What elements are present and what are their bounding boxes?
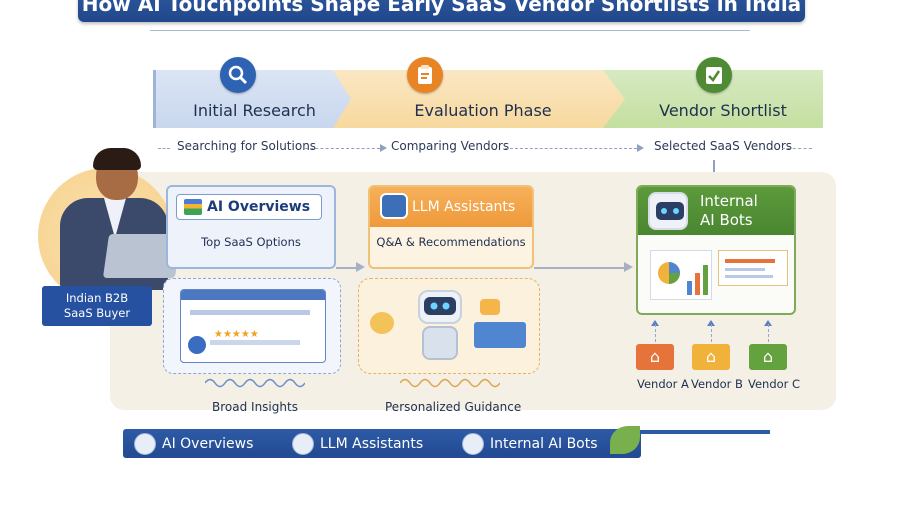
ai-overviews-subtitle: Top SaaS Options <box>201 235 301 249</box>
legend-bar <box>123 429 641 458</box>
browser-window <box>180 289 326 363</box>
arrow-head <box>380 144 387 152</box>
connector-line <box>655 324 656 342</box>
arrow-head <box>637 144 644 152</box>
flow-arrow <box>534 267 624 269</box>
dashed-line <box>505 148 637 149</box>
internal-ai-bots-title-line2: AI Bots <box>700 211 753 229</box>
flow-arrow-head <box>624 262 633 272</box>
robot-icon <box>462 432 484 455</box>
phase-shortlist-label: Vendor Shortlist <box>659 100 787 120</box>
ai-overviews-title: AI Overviews <box>207 199 311 215</box>
llm-assistants-title: LLM Assistants <box>412 199 516 215</box>
chat-bubble-icon <box>370 312 394 334</box>
phase-evaluation: Evaluation Phase <box>333 70 633 128</box>
house-icon: ⌂ <box>692 344 730 370</box>
house-icon: ⌂ <box>636 344 674 370</box>
chat-bubble-icon <box>480 299 500 315</box>
buyer-hair <box>93 148 141 170</box>
dashed-line <box>305 148 380 149</box>
house-icon: ⌂ <box>749 344 787 370</box>
search-icon <box>220 57 256 93</box>
dashed-line <box>158 148 170 149</box>
arrow-head <box>707 320 715 326</box>
robot-body <box>422 326 458 360</box>
screen-icon <box>474 322 526 348</box>
phase-research-label: Initial Research <box>193 100 316 120</box>
legend-label: AI Overviews <box>162 435 254 452</box>
legend-label: LLM Assistants <box>320 435 424 452</box>
personalized-guidance-label: Personalized Guidance <box>385 400 522 414</box>
search-result-line <box>210 340 300 345</box>
browser-toolbar <box>181 290 325 300</box>
connector-line <box>768 324 769 342</box>
sub-label-evaluation: Comparing Vendors <box>391 139 510 153</box>
llm-assistants-subtitle: Q&A & Recommendations <box>376 235 526 249</box>
legend-divider <box>630 430 770 434</box>
legend-item-internal-ai-bots: Internal AI Bots <box>462 429 598 458</box>
search-result-line <box>190 310 310 315</box>
robot-face <box>424 297 456 315</box>
vendor-c-label: Vendor C <box>748 377 801 391</box>
legend-item-ai-overviews: AI Overviews <box>134 429 253 458</box>
legend-label: Internal AI Bots <box>490 435 598 452</box>
ai-overviews-icon <box>134 432 156 455</box>
title-divider <box>150 30 750 31</box>
wave-decoration <box>400 378 500 388</box>
buyer-label-line1: Indian B2B <box>65 291 129 305</box>
ai-overviews-icon <box>184 199 202 215</box>
sub-label-shortlist: Selected SaaS Vendors <box>654 139 792 153</box>
connector-line <box>711 324 712 342</box>
robot-icon <box>292 432 314 455</box>
arrow-head <box>764 320 772 326</box>
vendor-b-label: Vendor B <box>691 377 743 391</box>
clipboard-icon <box>407 57 443 93</box>
broad-insights-label: Broad Insights <box>212 400 298 414</box>
dashed-line <box>782 148 812 149</box>
robot-icon <box>648 192 688 230</box>
wave-decoration <box>205 378 305 388</box>
buyer-label-line2: SaaS Buyer <box>63 306 131 320</box>
report-icon <box>718 250 788 286</box>
internal-ai-bots-title-line1: Internal <box>700 192 758 210</box>
phase-evaluation-label: Evaluation Phase <box>414 100 552 120</box>
title-banner: How AI Touchpoints Shape Early SaaS Vend… <box>78 0 805 22</box>
avatar-icon <box>188 336 206 354</box>
robot-icon <box>380 193 408 219</box>
checkmark-icon <box>696 57 732 93</box>
flow-arrow-head <box>356 262 365 272</box>
rating-stars: ★★★★★ <box>214 329 259 340</box>
buyer-label: Indian B2B SaaS Buyer <box>42 286 152 326</box>
vendor-a-label: Vendor A <box>637 377 689 391</box>
dashboard-chart-icon <box>650 250 712 300</box>
flow-arrow <box>336 267 356 269</box>
page-title: How AI Touchpoints Shape Early SaaS Vend… <box>81 0 802 16</box>
arrow-head <box>651 320 659 326</box>
sub-label-research: Searching for Solutions <box>177 139 317 153</box>
legend-item-llm-assistants: LLM Assistants <box>292 429 423 458</box>
